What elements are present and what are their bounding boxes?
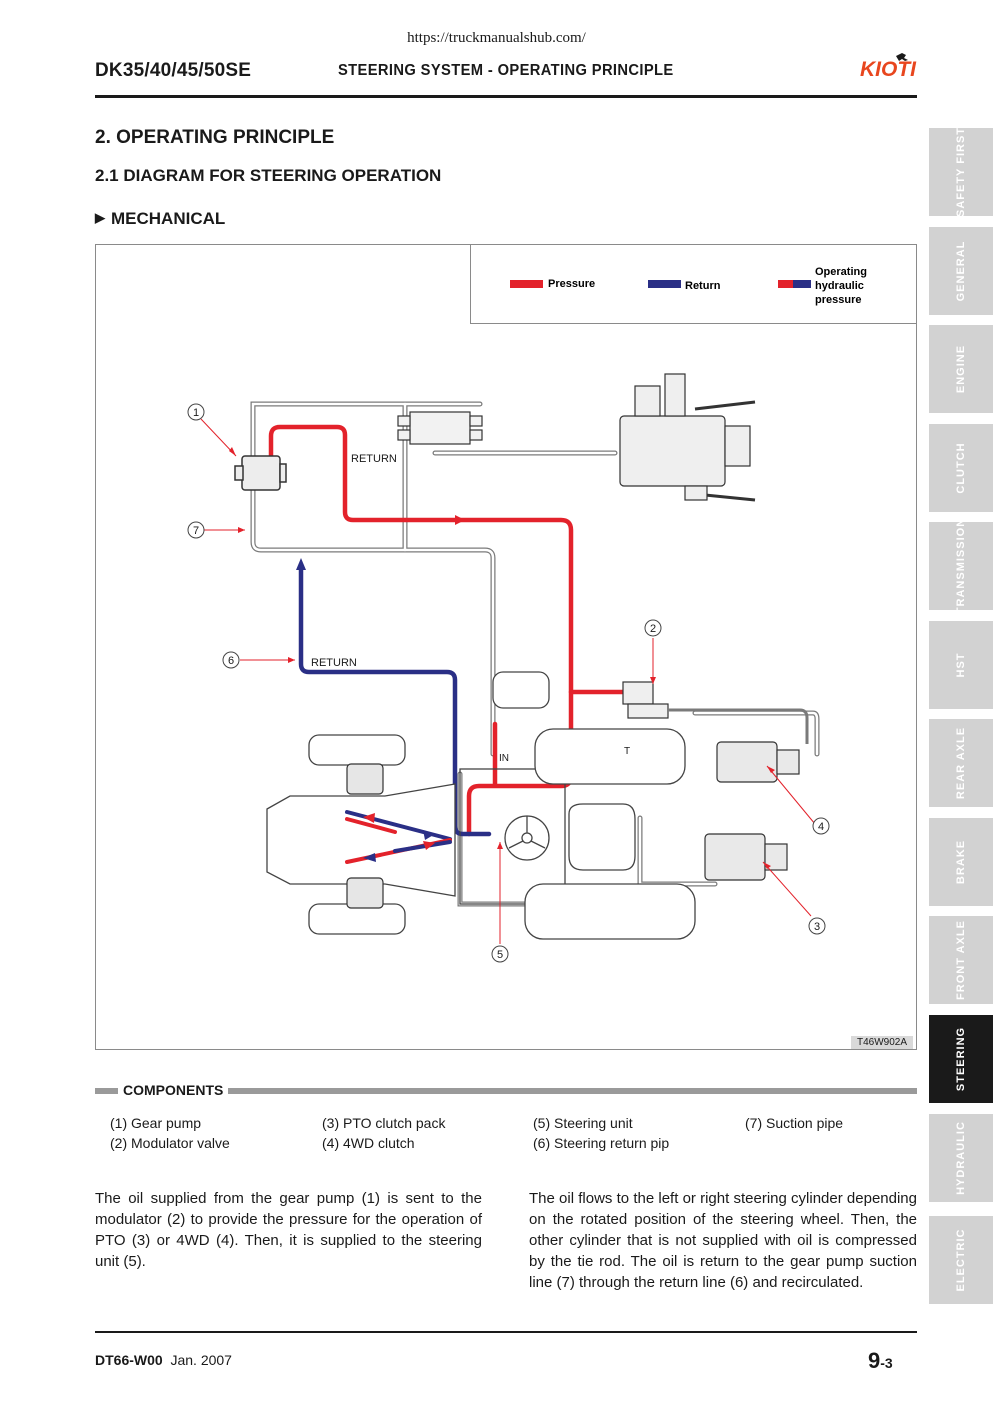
callout-3: [808, 917, 826, 935]
kioti-logo: KIOTI: [860, 53, 917, 80]
fuel-tank: [492, 671, 550, 709]
legend-operating-label-2: hydraulic: [815, 280, 864, 292]
tab-rear-axle[interactable]: REAR AXLE: [929, 719, 993, 807]
footer-rule: [95, 1331, 917, 1333]
component-item: (7) Suction pipe: [745, 1115, 844, 1131]
control-valve: [397, 411, 483, 445]
callout-2: [644, 619, 662, 637]
logo-text: KIOTI: [860, 58, 917, 80]
tab-brake[interactable]: BRAKE: [929, 818, 993, 906]
legend-operating-swatch-blue: [793, 280, 811, 288]
diagram-frame: [95, 244, 917, 1050]
4wd-clutch: [716, 741, 800, 783]
tab-general[interactable]: GENERAL: [929, 227, 993, 315]
in-label: IN: [499, 753, 509, 764]
callout-7: [187, 521, 205, 539]
callout-leaders: [200, 418, 816, 944]
footer-doc: DT66-W00 Jan. 2007: [95, 1352, 232, 1368]
rear-hitch-assembly: [619, 373, 756, 502]
page-number: 9-3: [868, 1348, 893, 1374]
body-paragraph-left: The oil supplied from the gear pump (1) …: [95, 1190, 482, 1270]
tab-engine[interactable]: ENGINE: [929, 325, 993, 413]
component-item: (2) Modulator valve: [110, 1135, 230, 1151]
tab-electric[interactable]: ELECTRIC: [929, 1216, 993, 1304]
gear-pump: [234, 455, 287, 491]
components-title: COMPONENTS: [118, 1082, 229, 1098]
return-label-mid: RETURN: [311, 657, 357, 669]
t-label: T: [624, 746, 630, 757]
page-major: 9: [868, 1348, 881, 1373]
pressure-arrow-icon: [455, 515, 465, 525]
component-item: (6) Steering return pip: [533, 1135, 670, 1151]
legend-operating-swatch-red: [778, 280, 793, 288]
modulator-valve: [622, 681, 809, 744]
callout-1: [187, 403, 205, 421]
section-heading: 2. OPERATING PRINCIPLE: [95, 127, 335, 148]
seat: [568, 803, 636, 871]
callout-5-num: 5: [497, 949, 503, 961]
engine-hood: [266, 783, 456, 897]
callout-5: [491, 945, 509, 963]
rear-right-tyre: [524, 883, 696, 940]
callout-4: [812, 817, 830, 835]
callout-7-num: 7: [193, 525, 199, 537]
return-label-top: RETURN: [351, 453, 397, 465]
logo-dog-icon: [896, 53, 908, 61]
mechanical-heading: ▶ MECHANICAL: [95, 209, 225, 229]
component-item: (1) Gear pump: [110, 1115, 202, 1131]
front-left-tyre: [308, 734, 406, 766]
tab-front-axle[interactable]: FRONT AXLE: [929, 916, 993, 1004]
tab-hydraulic[interactable]: HYDRAULIC: [929, 1114, 993, 1202]
callout-6: [222, 651, 240, 669]
legend-operating-label-3: pressure: [815, 294, 861, 306]
header-title: STEERING SYSTEM - OPERATING PRINCIPLE: [338, 62, 674, 79]
steering-diagram: Pressure Return Operating hydraulic pres…: [187, 266, 867, 963]
legend-return-swatch: [648, 280, 681, 288]
body-paragraph-right: The oil flows to the left or right steer…: [529, 1190, 917, 1291]
front-knuckles: [346, 763, 384, 909]
legend-pressure-swatch: [510, 280, 543, 288]
figure-code: T46W902A: [851, 1036, 913, 1049]
components-bar: [95, 1088, 917, 1094]
pto-clutch-pack: [704, 833, 788, 881]
source-url[interactable]: https://truckmanualshub.com/: [407, 30, 586, 46]
callout-6-num: 6: [228, 655, 234, 667]
legend-box: [470, 244, 917, 324]
doc-date: Jan. 2007: [170, 1352, 232, 1368]
mechanical-label: MECHANICAL: [111, 209, 226, 228]
triangle-bullet-icon: ▶: [95, 210, 105, 225]
callout-4-num: 4: [818, 821, 824, 833]
tab-steering[interactable]: STEERING: [929, 1015, 993, 1103]
tab-safety-first[interactable]: SAFETY FIRST: [929, 127, 993, 217]
legend-pressure-label: Pressure: [548, 278, 595, 290]
component-item: (4) 4WD clutch: [322, 1135, 415, 1151]
callout-3-num: 3: [814, 921, 820, 933]
return-line: [298, 563, 492, 837]
component-item: (3) PTO clutch pack: [322, 1115, 446, 1131]
legend-return-label: Return: [685, 280, 721, 292]
tab-hst[interactable]: HST: [929, 621, 993, 709]
return-arrow-icon: [296, 558, 306, 570]
model-number: DK35/40/45/50SE: [95, 60, 252, 81]
callout-1-num: 1: [193, 407, 199, 419]
tab-transmission[interactable]: TRANSMISSION: [929, 518, 993, 614]
page-minor: -3: [880, 1355, 893, 1371]
tractor-outline: [266, 671, 696, 940]
rear-left-tyre: [534, 728, 686, 785]
legend-operating-label-1: Operating: [815, 266, 867, 278]
callout-2-num: 2: [650, 623, 656, 635]
subsection-heading: 2.1 DIAGRAM FOR STEERING OPERATION: [95, 166, 442, 185]
tab-clutch[interactable]: CLUTCH: [929, 424, 993, 512]
header-rule: [95, 95, 917, 98]
doc-code: DT66-W00: [95, 1352, 163, 1368]
component-item: (5) Steering unit: [533, 1115, 633, 1131]
